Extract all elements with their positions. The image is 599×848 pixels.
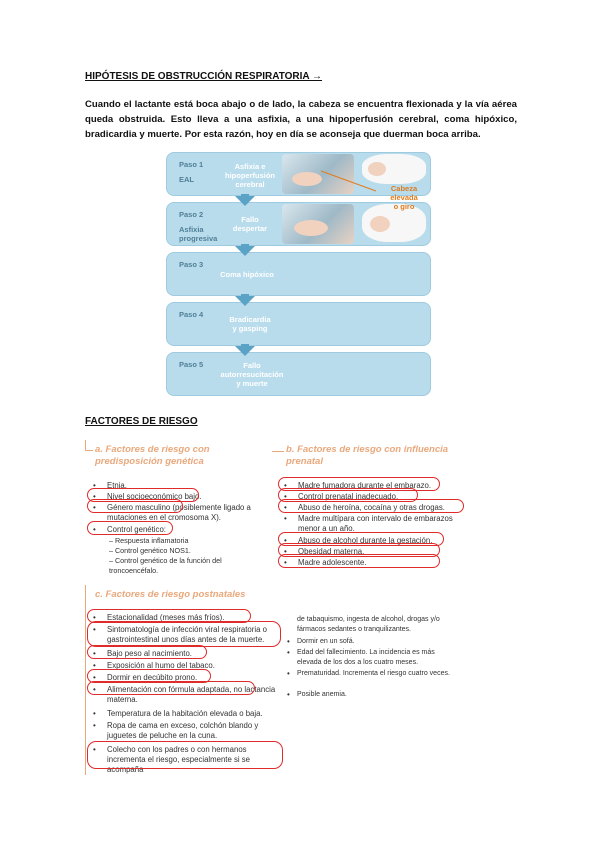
- risk-item: Madre adolescente.: [298, 558, 367, 567]
- risk-item: Exposición al humo del tabaco.: [107, 661, 215, 670]
- baby-body: [292, 172, 322, 186]
- baby-head: [368, 162, 386, 176]
- step-number: Paso 1: [179, 160, 204, 169]
- panel-a-title: a. Factores de riesgo con predisposición…: [95, 444, 210, 467]
- risk-item: Madre multípara con intervalo de embaraz…: [298, 514, 453, 533]
- step-number: Paso 2: [179, 210, 204, 219]
- risk-item: Colecho con los padres o con hermanos in…: [107, 745, 251, 774]
- risk-item: Prematuridad. Incrementa el riesgo cuatr…: [297, 670, 450, 677]
- flow-step-5: Paso 5 Fallo autorresucitación y muerte: [166, 352, 431, 396]
- arrow-down-icon: [235, 346, 255, 356]
- risk-item: Control genético:: [107, 525, 166, 534]
- panel-divider: [85, 450, 93, 451]
- highlight-circle: [87, 621, 281, 647]
- risk-item: Abuso de heroína, cocaína y otras drogas…: [298, 503, 445, 512]
- heading-hypothesis: HIPÓTESIS DE OBSTRUCCIÓN RESPIRATORIA →: [85, 71, 323, 82]
- bullet: •: [93, 709, 96, 718]
- risk-subitem: – Control genético de la función del tro…: [109, 556, 222, 575]
- risk-item: Etnia.: [107, 481, 127, 490]
- arrow-down-icon: [235, 196, 255, 206]
- highlight-circle: [278, 532, 444, 546]
- step-label: Bradicardia y gasping: [229, 315, 271, 333]
- risk-item: Control prenatal inadecuado.: [298, 492, 399, 501]
- step-label: Asfixia e hipoperfusión cerebral: [225, 162, 275, 189]
- risk-subitem: – Control genético NOS1.: [109, 546, 191, 555]
- risk-item: Ropa de cama en exceso, colchón blando y…: [107, 721, 259, 740]
- risk-item: Nivel socioeconómico bajo.: [107, 492, 202, 501]
- baby-photo-side-2: [362, 204, 426, 242]
- bullet: •: [93, 481, 96, 490]
- highlight-circle: [278, 499, 464, 513]
- panel-genetic: a. Factores de riesgo con predisposición…: [85, 440, 270, 580]
- highlight-circle: [87, 499, 183, 513]
- risk-subitem: – Respuesta inflamatoria: [109, 536, 189, 545]
- panel-divider: [85, 440, 86, 450]
- risk-item: Edad del fallecimiento. La incidencia es…: [297, 649, 435, 666]
- panel-b-title: b. Factores de riesgo con influencia pre…: [286, 444, 449, 467]
- bullet: •: [287, 669, 290, 678]
- highlight-circle: [87, 741, 283, 769]
- flow-step-3: Paso 3 Coma hipóxico: [166, 252, 431, 296]
- panel-prenatal: b. Factores de riesgo con influencia pre…: [272, 440, 464, 580]
- risk-item: Alimentación con fórmula adaptada, no la…: [107, 685, 276, 704]
- bullet: •: [93, 721, 96, 730]
- step-sub: Asfixia progresiva: [179, 225, 218, 243]
- highlight-circle: [87, 645, 207, 659]
- step-label: Fallo autorresucitación y muerte: [220, 361, 284, 388]
- panel-divider: [272, 451, 284, 452]
- intro-paragraph: Cuando el lactante está boca abajo o de …: [85, 99, 517, 140]
- step-label: Fallo despertar: [232, 215, 268, 233]
- baby-body: [294, 220, 328, 236]
- risk-item: Dormir en un sofá.: [297, 638, 355, 645]
- flow-step-4: Paso 4 Bradicardia y gasping: [166, 302, 431, 346]
- risk-item: Temperatura de la habitación elevada o b…: [107, 709, 263, 718]
- bullet: •: [287, 637, 290, 646]
- risk-item: Sintomatología de infección viral respir…: [107, 625, 267, 644]
- baby-photo-prone-2: [282, 204, 354, 244]
- step-label: Coma hipóxico: [220, 270, 274, 279]
- step-number: Paso 5: [179, 360, 204, 369]
- panel-c-title: c. Factores de riesgo postnatales: [95, 589, 246, 600]
- risk-item: Bajo peso al nacimiento.: [107, 649, 192, 658]
- bullet: •: [93, 661, 96, 670]
- highlight-circle: [278, 543, 440, 557]
- step-sub: EAL: [179, 175, 194, 184]
- risk-item: Abuso de alcohol durante la gestación.: [298, 536, 433, 545]
- callout-line: [320, 170, 377, 192]
- arrow-down-icon: [235, 296, 255, 306]
- baby-photo-prone: [282, 154, 354, 194]
- risk-item: Posible anemia.: [297, 691, 347, 698]
- risk-item: Obesidad materna.: [298, 547, 365, 556]
- highlight-circle: [278, 477, 440, 491]
- highlight-circle: [87, 488, 199, 502]
- risk-item-continuation: de tabaquismo, ingesta de alcohol, droga…: [297, 616, 440, 633]
- highlight-circle: [87, 609, 251, 623]
- flow-diagram: Paso 1 EAL Asfixia e hipoperfusión cereb…: [166, 152, 431, 397]
- highlight-circle: [278, 554, 440, 568]
- highlight-circle: [87, 669, 211, 683]
- risk-item: Estacionalidad (meses más fríos).: [107, 613, 225, 622]
- highlight-circle: [87, 521, 173, 535]
- panel-postnatal: c. Factores de riesgo postnatales • Esta…: [85, 585, 465, 775]
- risk-item: Madre fumadora durante el embarazo.: [298, 481, 432, 490]
- highlight-circle: [87, 681, 255, 695]
- heading-risk-factors: FACTORES DE RIESGO: [85, 416, 198, 427]
- baby-photo-side: [362, 154, 426, 184]
- panel-divider: [85, 585, 86, 775]
- step-number: Paso 4: [179, 310, 204, 319]
- risk-item: Dormir en decúbito prono.: [107, 673, 198, 682]
- callout-label: Cabeza elevada o giro: [390, 184, 418, 211]
- highlight-circle: [278, 488, 418, 502]
- arrow-down-icon: [235, 246, 255, 256]
- bullet: •: [284, 514, 287, 523]
- bullet: •: [287, 690, 290, 699]
- bullet: •: [287, 648, 290, 657]
- baby-head: [370, 216, 390, 232]
- step-number: Paso 3: [179, 260, 204, 269]
